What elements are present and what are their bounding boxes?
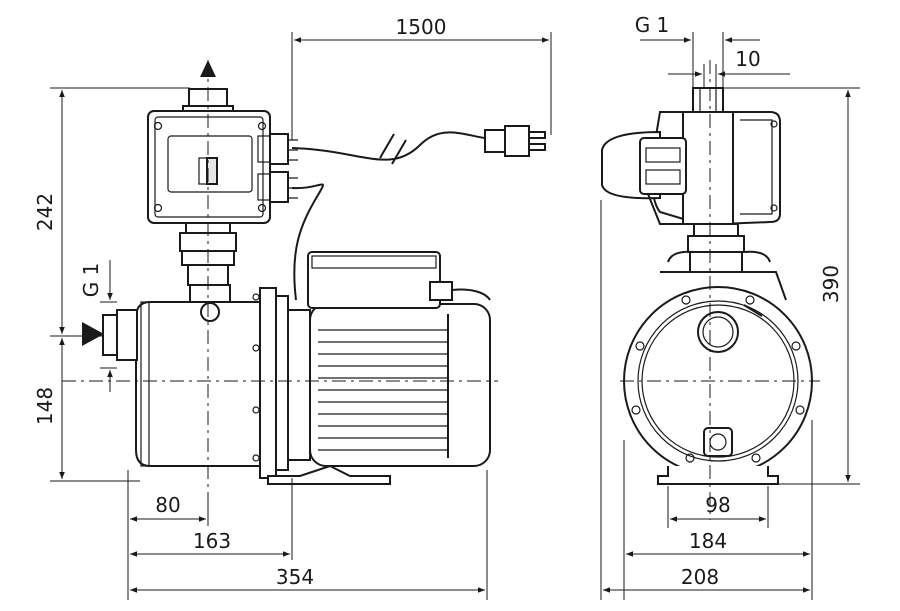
motor	[267, 251, 491, 485]
dimension-labels: 1500 242 G 1 148 80 163 354 G 1 10 390 9…	[33, 13, 843, 589]
power-plug	[484, 125, 546, 157]
dim-label-163: 163	[193, 529, 231, 553]
dim-label-184: 184	[689, 529, 727, 553]
pump-foot	[267, 464, 391, 485]
dim-label-98: 98	[705, 493, 730, 517]
side-view	[62, 60, 546, 520]
pump-foot-front	[657, 466, 779, 485]
dim-label-242: 242	[33, 193, 57, 231]
flow-in-arrow-icon	[82, 322, 104, 346]
inlet-stub	[102, 314, 118, 356]
dimension-lines	[50, 32, 860, 600]
dim-label-354: 354	[276, 565, 314, 589]
dim-label-g1-side: G 1	[79, 263, 103, 298]
dim-label-80: 80	[155, 493, 180, 517]
pressure-switch-box	[147, 110, 298, 224]
terminal-box	[307, 251, 441, 309]
dim-label-g1-top: G 1	[635, 13, 670, 37]
dim-label-208: 208	[681, 565, 719, 589]
power-cable	[291, 131, 506, 161]
dim-label-10: 10	[735, 47, 760, 71]
dim-label-148: 148	[33, 387, 57, 425]
dim-label-390: 390	[819, 265, 843, 303]
front-view	[601, 60, 820, 520]
dim-label-1500: 1500	[396, 15, 447, 39]
pump-housing-front	[623, 271, 813, 476]
pump-housing	[102, 284, 289, 479]
pressure-switch-front	[601, 111, 781, 225]
